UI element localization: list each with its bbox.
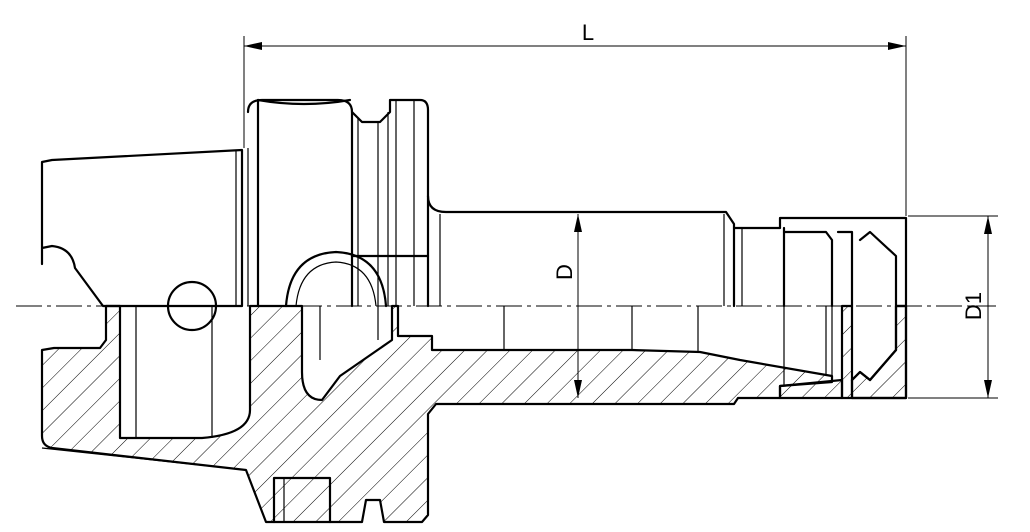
dimension-label-l: L <box>582 20 594 45</box>
dimension-nut-diameter: D1 <box>908 215 998 399</box>
upper-outline <box>40 98 908 308</box>
dimension-label-d: D <box>552 264 577 280</box>
lower-section <box>40 304 908 524</box>
dimension-length: L <box>243 20 907 216</box>
dimension-label-d1: D1 <box>961 292 986 320</box>
dimension-diameter: D <box>552 214 582 398</box>
